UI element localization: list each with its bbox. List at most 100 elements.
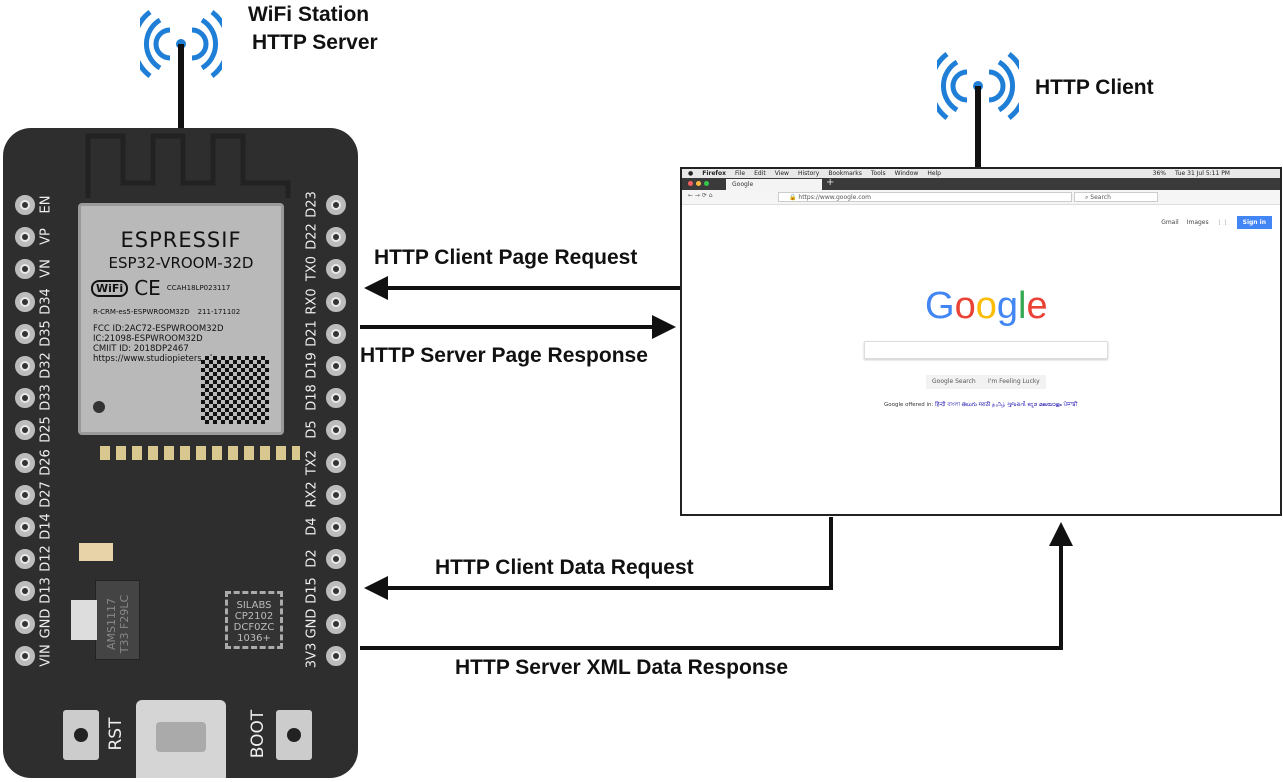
pin-en [15,195,35,215]
pin-vin [15,645,35,666]
sign-in-button[interactable]: Sign in [1236,216,1272,229]
pin-d22 [326,227,346,248]
menu-bookmarks[interactable]: Bookmarks [828,170,862,177]
rst-button[interactable] [63,710,99,760]
mac-menubar: ● Firefox File Edit View History Bookmar… [682,169,1280,178]
jp-id: 211-171102 [197,308,241,316]
battery-status: 36% [1152,170,1166,177]
capacitor [79,543,113,561]
gmail-link[interactable]: Gmail [1161,219,1179,226]
wifi-antenna-client-icon [937,52,1019,168]
module-url: https://www.studiopieters.nl [93,354,213,364]
new-tab-icon[interactable]: + [826,177,835,188]
capacitor [71,600,97,640]
fcc-id: FCC ID:2AC72-ESPWROOM32D [93,324,224,334]
chip2-line1: SILABS [236,600,272,611]
language-offer: Google offered in: हिन्दी বাংলা తెలుగు म… [884,400,1077,410]
boot-button[interactable] [276,710,312,760]
pin-d35 [15,323,35,344]
pin-tx2 [326,452,346,473]
pin-d27 [15,484,35,505]
usb-port [136,700,226,778]
chip2-line3: DCF0ZC [233,622,275,633]
apple-icon: ● [688,170,694,177]
menu-help[interactable]: Help [927,170,941,177]
wifi-logo: WiFi [91,279,129,297]
chip2-line2: CP2102 [234,611,274,622]
url-text: https://www.google.com [798,194,872,201]
menu-history[interactable]: History [797,170,820,177]
google-search-button[interactable]: Google Search [926,375,982,389]
esp32-module: ESPRESSIF ESP32-VROOM-32D WiFi CE CCAH18… [78,203,284,435]
close-window-icon[interactable] [688,181,693,186]
qr-code [201,356,269,424]
menu-firefox[interactable]: Firefox [702,170,727,177]
module-pads [100,446,300,460]
back-forward-reload-icons[interactable]: ← → ⟳ ⌂ [688,192,713,199]
pin-d25 [15,420,35,441]
language-links[interactable]: हिन्दी বাংলা తెలుగు मराठी தமிழ் ગુજરાતી … [935,402,1078,408]
pin-3v3 [326,645,346,666]
label-data-response: HTTP Server XML Data Response [455,656,789,679]
client-title: HTTP Client [1035,76,1154,99]
pin-vp [15,227,35,248]
pin-gnd [326,613,346,634]
pin-d5 [326,420,346,441]
pin-d13 [15,581,35,602]
ccah-id: CCAH18LP023117 [166,284,231,292]
chip2-line4: 1036+ [237,633,271,644]
browser-window: ● Firefox File Edit View History Bookmar… [680,167,1282,516]
pin-d32 [15,356,35,376]
module-brand: ESPRESSIF [120,228,242,252]
tab-bar: Google + [682,177,1280,190]
pin-d33 [15,388,35,409]
images-link[interactable]: Images [1186,219,1209,226]
server-title-line1: WiFi Station [248,3,370,26]
menu-edit[interactable]: Edit [754,170,766,177]
search-placeholder: Search [1090,194,1111,201]
pin-d18 [326,388,346,409]
minimize-window-icon[interactable] [696,181,701,186]
pin-vn [15,259,35,280]
module-model: ESP32-VROOM-32D [108,254,254,272]
nav-bar: ← → ⟳ ⌂ 🔒 https://www.google.com ⌕ Searc… [682,190,1280,205]
google-logo: Google [925,285,1048,327]
ic-id: IC:21098-ESPWROOM32D [93,334,203,344]
label-page-response: HTTP Server Page Response [360,344,648,367]
pin-tx0 [326,259,346,280]
search-box[interactable]: ⌕ Search [1074,192,1158,202]
google-search-input[interactable] [864,341,1108,359]
ce-mark: CE [134,276,161,300]
arrow-data-response [360,522,1073,650]
menu-view[interactable]: View [774,170,789,177]
pin-d26 [15,452,35,473]
tab-title: Google [732,181,754,188]
pin-d34 [15,291,35,312]
pin-d15 [326,581,346,602]
tab-google[interactable]: Google [726,179,822,190]
pcb-antenna-trace [85,133,291,198]
pin-d23 [326,195,346,215]
kc-id: R-CRM-es5-ESPWROOM32D [93,308,190,316]
pin-rx0 [326,291,346,312]
pin-d21 [326,323,346,344]
label-page-request: HTTP Client Page Request [374,246,638,269]
wifi-antenna-server-icon [140,10,222,133]
offered-label: Google offered in: [884,402,934,408]
clock: Tue 31 Jul 5:11 PM [1174,170,1230,177]
pin1-dot [93,401,105,413]
maximize-window-icon[interactable] [704,181,709,186]
pin-d19 [326,356,346,376]
menu-file[interactable]: File [735,170,746,177]
arrow-data-request [364,517,833,600]
menu-tools[interactable]: Tools [870,170,886,177]
menu-window[interactable]: Window [894,170,919,177]
apps-grid-icon[interactable]: ⋮⋮ [1216,219,1229,226]
label-data-request: HTTP Client Data Request [435,556,694,579]
url-bar[interactable]: 🔒 https://www.google.com [778,192,1072,202]
pin-d2 [326,549,346,570]
feeling-lucky-button[interactable]: I'm Feeling Lucky [982,375,1046,389]
pin-d4 [326,517,346,537]
